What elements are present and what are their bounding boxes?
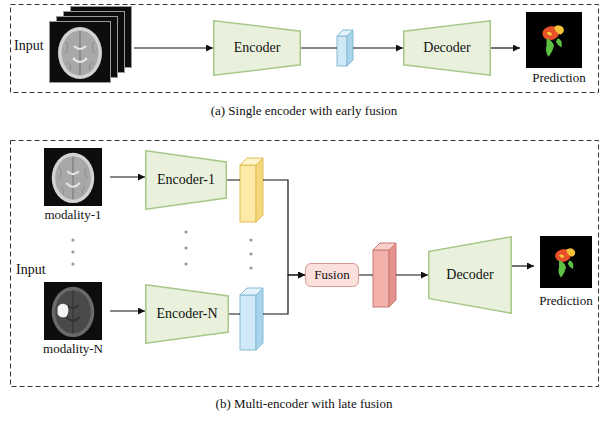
arrow-connector <box>512 265 534 266</box>
prediction-image: Prediction <box>534 234 598 314</box>
node-label: Prediction <box>520 71 598 86</box>
node-label: Prediction <box>534 294 598 309</box>
trapezoid-shape <box>404 21 491 76</box>
input-label: Input <box>16 262 46 278</box>
encoder-trapezoid: Encoder-1 <box>145 150 227 210</box>
input-stack: Input <box>14 6 134 84</box>
encoder-trapezoid: Encoder-N <box>145 284 229 344</box>
caption: (a) Single encoder with early fusion <box>211 104 398 119</box>
fusion-box: Fusion <box>305 263 359 287</box>
decoder-trapezoid: Decoder <box>428 236 512 314</box>
arrow-connector <box>301 47 403 48</box>
node-label: Input <box>14 38 44 54</box>
arrow-connector <box>229 275 305 314</box>
node-label: Encoder-1 <box>157 172 215 188</box>
arrow-connector <box>491 47 520 48</box>
node-label: Encoder <box>234 40 281 56</box>
node-label: modality-N <box>36 342 110 357</box>
arrow-connector <box>134 47 213 48</box>
prediction-image: Prediction <box>520 8 598 90</box>
node-label: Fusion <box>314 268 349 283</box>
node-label: modality-1 <box>36 208 110 223</box>
modality-image: modality-1 <box>36 148 110 228</box>
decoder-trapezoid: Decoder <box>403 20 491 76</box>
caption: (b) Multi-encoder with late fusion <box>216 397 393 412</box>
node-label: Decoder <box>423 40 470 56</box>
trapezoid-shape <box>146 285 229 344</box>
node-label: Decoder <box>446 267 493 283</box>
arrow-connector <box>227 180 305 275</box>
encoder-trapezoid: Encoder <box>213 20 301 76</box>
trapezoid-shape <box>429 237 512 314</box>
arrow-connector <box>110 176 145 177</box>
node-label: Encoder-N <box>156 306 217 322</box>
arrow-connector <box>110 310 145 311</box>
modality-image: modality-N <box>36 282 110 362</box>
trapezoid-shape <box>214 21 301 76</box>
arrow-connector <box>359 274 428 275</box>
trapezoid-shape <box>146 151 227 210</box>
